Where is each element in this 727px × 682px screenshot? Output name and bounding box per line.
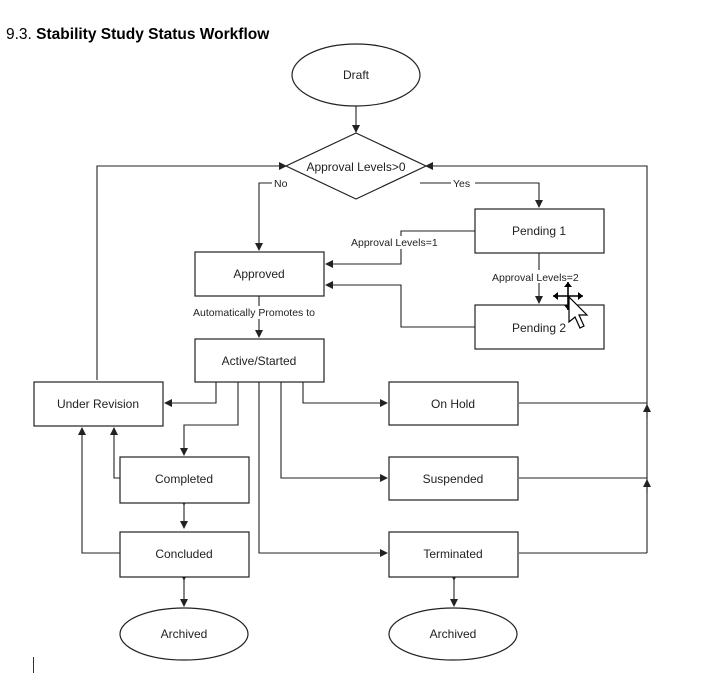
- label-auto-promotes: Automatically Promotes to: [193, 307, 315, 319]
- node-suspended-label: Suspended: [423, 472, 484, 486]
- node-draft-label: Draft: [343, 68, 370, 82]
- label-approval-levels-2: Approval Levels=2: [492, 272, 579, 284]
- node-concluded-label: Concluded: [155, 547, 212, 561]
- section-heading: 9.3. Stability Study Status Workflow: [6, 26, 269, 44]
- node-archived-right: Archived: [388, 607, 518, 661]
- node-pending2-label: Pending 2: [512, 321, 566, 335]
- node-archived-left-label: Archived: [161, 627, 208, 641]
- node-pending1: Pending 1: [474, 208, 605, 254]
- node-on-hold-label: On Hold: [431, 397, 475, 411]
- node-completed-label: Completed: [155, 472, 213, 486]
- move-cursor-icon: [553, 282, 583, 310]
- node-terminated: Terminated: [388, 531, 519, 578]
- section-number: 9.3.: [6, 26, 32, 43]
- node-concluded: Concluded: [119, 531, 250, 578]
- edge-active-suspended: [280, 382, 388, 482]
- node-under-revision-label: Under Revision: [57, 397, 139, 411]
- edge-active-completed: [180, 382, 239, 456]
- edges: [78, 106, 651, 607]
- node-under-revision: Under Revision: [33, 381, 164, 427]
- edge-underrevision-decision: [96, 162, 287, 380]
- label-approval-levels-1: Approval Levels=1: [351, 237, 438, 249]
- section-title: Stability Study Status Workflow: [36, 26, 270, 43]
- edge-labels: No Yes Approval Levels=1 Approval Levels…: [191, 177, 592, 319]
- node-pending1-label: Pending 1: [512, 224, 566, 238]
- label-yes: Yes: [453, 178, 470, 190]
- node-archived-left: Archived: [119, 607, 249, 661]
- pointer-cursor-icon: [568, 295, 589, 329]
- node-archived-right-label: Archived: [430, 627, 477, 641]
- edge-return-decision: [425, 162, 648, 553]
- node-terminated-label: Terminated: [423, 547, 482, 561]
- node-approved: Approved: [194, 251, 325, 297]
- edge-decision-yes-pending1: [420, 182, 543, 208]
- edge-active-onhold: [302, 382, 388, 407]
- node-pending2: Pending 2: [474, 304, 605, 350]
- edge-active-terminated: [258, 382, 388, 557]
- edge-completed-underrevision: [110, 427, 120, 479]
- node-completed: Completed: [119, 456, 250, 504]
- edge-active-underrevision: [164, 382, 217, 407]
- node-active-started-label: Active/Started: [222, 354, 297, 368]
- node-on-hold: On Hold: [388, 381, 519, 426]
- text-caret: [33, 657, 34, 673]
- node-approved-label: Approved: [233, 267, 284, 281]
- node-draft: Draft: [291, 43, 421, 107]
- node-approval-decision-label: Approval Levels>0: [306, 160, 405, 174]
- node-suspended: Suspended: [388, 456, 519, 501]
- edge-pending2-approved: [325, 281, 475, 328]
- edge-concluded-underrevision: [78, 427, 120, 554]
- node-active-started: Active/Started: [194, 338, 325, 383]
- node-approval-decision: Approval Levels>0: [284, 132, 428, 200]
- edge-decision-no-approved: [255, 182, 292, 251]
- label-no: No: [274, 178, 288, 190]
